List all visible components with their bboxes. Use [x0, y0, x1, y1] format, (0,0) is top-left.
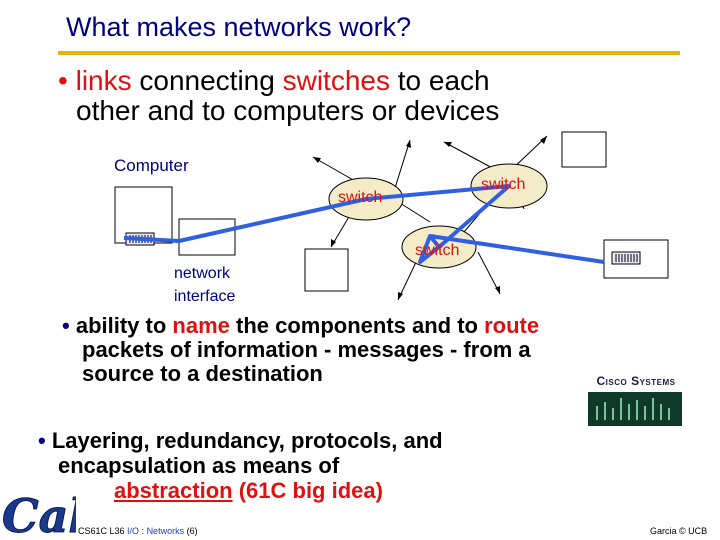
device-box: [304, 248, 349, 292]
bullet-links: • links connecting switches to each othe…: [58, 66, 499, 126]
footer-course: CS61C L36 I/O : Networks (6): [78, 526, 198, 536]
route-path: [123, 184, 605, 264]
cal-logo-text: Cal: [2, 489, 76, 540]
network-label-line1: network: [174, 265, 231, 282]
switch-label-bottom: switch: [415, 242, 460, 259]
route-path-segment: [428, 234, 441, 249]
arrowhead: [398, 292, 403, 300]
cisco-bars-icon: [588, 392, 682, 426]
switch-label-left: switch: [338, 189, 383, 206]
bullet-text: (61C big idea): [232, 478, 383, 503]
cal-logo: Cal: [2, 489, 77, 540]
bullet-text-line2: encapsulation as means of: [58, 453, 340, 478]
bullet-text-line2: packets of information - messages - from…: [82, 337, 531, 362]
arrowhead: [406, 140, 411, 148]
footer-text-highlight: I/O: [127, 526, 140, 536]
arrowhead: [313, 157, 321, 163]
bullet-marker: •: [62, 313, 70, 338]
link-line: [399, 202, 431, 223]
link-line: [443, 141, 497, 171]
link-line: [397, 257, 419, 301]
footer-text: :: [139, 526, 147, 536]
link-line: [477, 251, 501, 295]
device-box: [561, 131, 607, 168]
bullet-naming-routing: • ability to name the components and to …: [62, 314, 539, 386]
arrowhead: [495, 286, 500, 294]
bullet-text: ability to: [75, 313, 173, 338]
network-label-line2: interface: [174, 288, 236, 305]
term-abstraction: abstraction: [114, 478, 233, 503]
term-switches: switches: [282, 65, 390, 96]
cisco-logo-text: Cisco Systems: [596, 374, 676, 388]
footer-text: CS61C L36: [78, 526, 128, 536]
bullet-text-line3: source to a destination: [82, 361, 323, 386]
title-underline: [58, 51, 680, 55]
bullet-text: Layering, redundancy, protocols, and: [51, 428, 443, 453]
link-lines: [312, 135, 548, 301]
network-interface-card: [611, 251, 641, 265]
bullet-text: the components and to: [229, 313, 485, 338]
term-name: name: [172, 313, 230, 338]
footer-text: (6): [184, 526, 198, 536]
arrowhead: [444, 142, 452, 147]
switch-label-right: switch: [481, 176, 526, 193]
term-route: route: [484, 313, 540, 338]
arrowhead: [331, 239, 336, 247]
cisco-logo: Cisco Systems: [588, 374, 684, 426]
bullet-text: connecting: [131, 65, 283, 96]
device-box: [178, 218, 236, 256]
footer-text-highlight: Networks: [146, 526, 185, 536]
bullet-marker: •: [38, 428, 46, 453]
term-links: links: [75, 65, 132, 96]
bullet-marker: •: [58, 65, 68, 96]
footer-copyright: Garcia © UCB: [650, 526, 708, 536]
computer-label: Computer: [114, 156, 189, 175]
link-line: [394, 139, 411, 189]
bullet-abstraction: • Layering, redundancy, protocols, and e…: [38, 428, 443, 503]
bullet-text: to each: [389, 65, 490, 96]
slide-title: What makes networks work?: [66, 12, 412, 42]
bullet-text-line2: other and to computers or devices: [76, 95, 500, 126]
arrowhead: [540, 136, 547, 144]
network-interface-label: network interface: [174, 262, 235, 308]
